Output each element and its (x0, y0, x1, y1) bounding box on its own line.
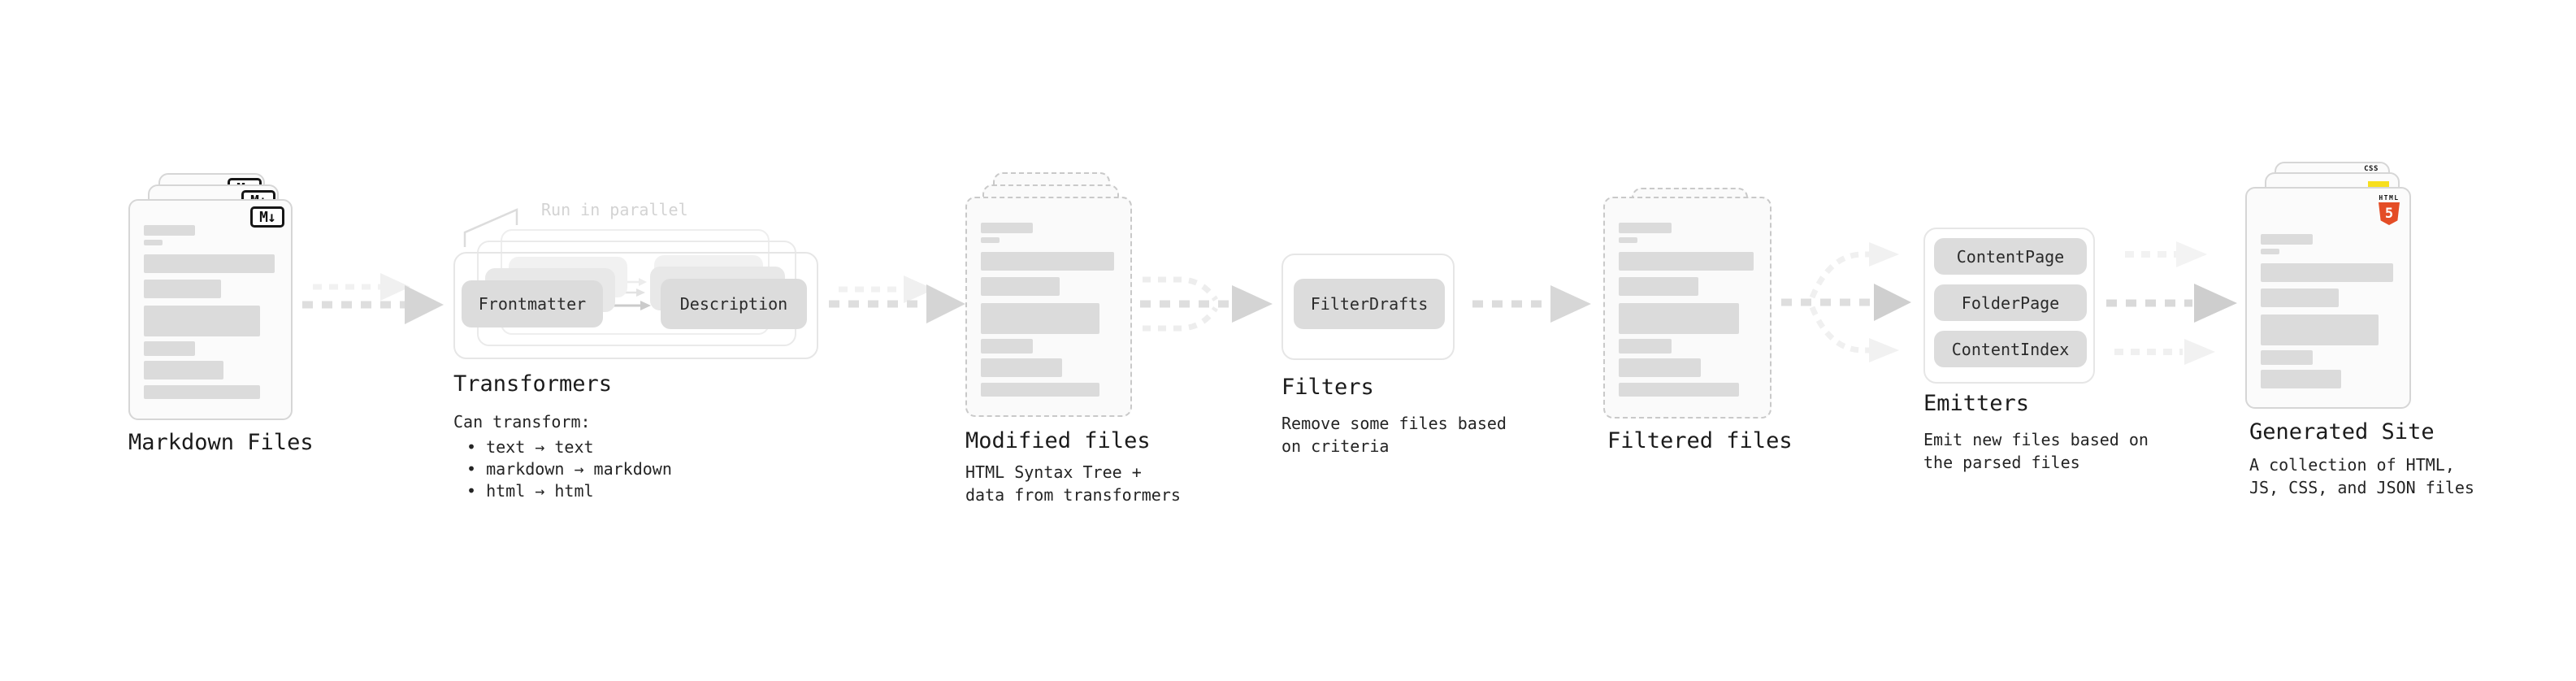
text-line-placeholder (1619, 303, 1739, 334)
text-line-placeholder (981, 237, 1000, 243)
stage-label-modified-files: Modified files (965, 428, 1151, 453)
text-line-placeholder (144, 254, 275, 273)
text-line-placeholder (981, 303, 1099, 334)
arrow-transformers-to-modified (829, 275, 965, 323)
filters-box (1281, 254, 1455, 360)
stage-title-filters: Filters (1281, 375, 1374, 400)
text-line-placeholder (1619, 223, 1672, 233)
text-line-placeholder (1619, 358, 1702, 377)
stage-label-filtered-files: Filtered files (1607, 428, 1793, 453)
arrow-filters-to-filtered (1472, 285, 1591, 323)
html5-icon-shield: 5 (2379, 202, 2400, 225)
bullet-item: • markdown → markdown (466, 459, 672, 479)
emitters-box (1923, 228, 2095, 384)
text-line-placeholder (2261, 263, 2393, 282)
arrow-modified-to-filters-merge (1140, 276, 1273, 332)
generated-file-page-front: HTML 5 (2245, 187, 2411, 409)
text-line-placeholder (981, 223, 1033, 233)
text-line-placeholder (144, 306, 261, 336)
filterdrafts-node: FilterDrafts (1294, 279, 1445, 329)
text-line-placeholder (1619, 237, 1638, 243)
html5-icon: HTML 5 (2376, 194, 2402, 225)
frontmatter-node: Frontmatter (462, 280, 603, 327)
file-content-placeholder (1619, 223, 1754, 397)
modified-file-page-front (965, 197, 1132, 417)
text-line-placeholder (1619, 277, 1698, 296)
generated-site-desc: A collection of HTML, JS, CSS, and JSON … (2249, 455, 2474, 497)
stage-title-emitters: Emitters (1923, 391, 2030, 416)
modified-files-desc: HTML Syntax Tree + data from transformer… (965, 462, 1181, 505)
text-line-placeholder (2261, 350, 2313, 365)
text-line-placeholder (144, 225, 195, 236)
transformers-bullet-list: • text → text • markdown → markdown • ht… (466, 436, 672, 502)
arrow-filtered-to-emitters-fanout (1781, 242, 1911, 362)
text-line-placeholder (1619, 339, 1672, 354)
text-line-placeholder (981, 383, 1099, 397)
markdown-file-icon: M↓ (250, 206, 284, 228)
css-icon-label: CSS (2364, 165, 2379, 173)
text-line-placeholder (144, 240, 163, 245)
bullet-item: • html → html (466, 481, 594, 501)
emitters-desc: Emit new files based on the parsed files (1923, 430, 2149, 472)
stage-label-generated-site: Generated Site (2249, 419, 2435, 445)
text-line-placeholder (144, 361, 224, 380)
text-line-placeholder (2261, 314, 2379, 345)
contentpage-node: ContentPage (1934, 238, 2087, 275)
text-line-placeholder (2261, 288, 2340, 307)
text-line-placeholder (981, 252, 1114, 271)
text-line-placeholder (1619, 252, 1754, 271)
stage-title-transformers: Transformers (453, 371, 613, 397)
file-content-placeholder (144, 225, 275, 399)
arrow-emitters-to-generated (2106, 241, 2237, 365)
text-line-placeholder (144, 385, 261, 399)
stage-label-markdown-files: Markdown Files (128, 430, 314, 455)
parallel-note: Run in parallel (541, 200, 688, 219)
markdown-file-page-front: M↓ (128, 199, 293, 420)
text-line-placeholder (2261, 249, 2279, 254)
contentindex-node: ContentIndex (1934, 331, 2087, 367)
arrow-markdown-to-transformers (302, 273, 444, 324)
text-line-placeholder (144, 280, 221, 298)
bullet-item: • text → text (466, 437, 594, 457)
text-line-placeholder (2261, 234, 2313, 245)
description-node: Description (661, 279, 807, 329)
filtered-file-page-front (1603, 197, 1772, 419)
text-line-placeholder (981, 358, 1063, 377)
parallel-note-callout-line (463, 208, 518, 247)
folderpage-node: FolderPage (1934, 284, 2087, 321)
html5-icon-label: HTML (2379, 194, 2400, 202)
text-line-placeholder (1619, 383, 1739, 397)
text-line-placeholder (2261, 370, 2342, 388)
text-line-placeholder (981, 339, 1033, 354)
transformers-desc-heading: Can transform: (453, 412, 591, 432)
text-line-placeholder (144, 341, 195, 356)
file-content-placeholder (981, 223, 1114, 397)
transformer-layer-front (453, 252, 818, 359)
file-content-placeholder (2261, 234, 2393, 388)
filters-desc: Remove some files based on criteria (1281, 414, 1507, 456)
text-line-placeholder (981, 277, 1060, 296)
